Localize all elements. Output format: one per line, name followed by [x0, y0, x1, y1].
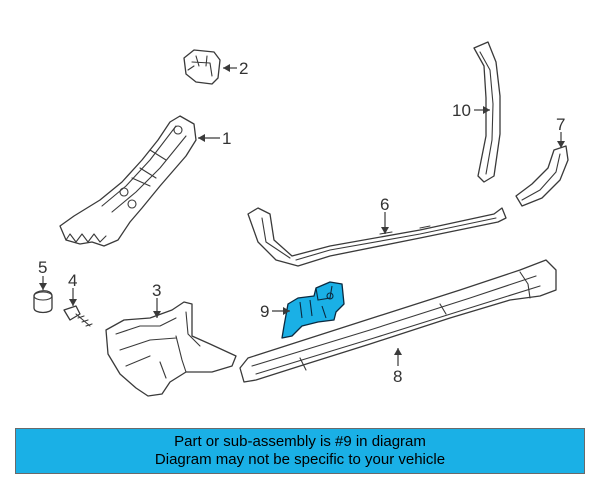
part-7-rear-molding	[515, 145, 569, 207]
part-5-plug	[33, 290, 53, 314]
callout-6: 6	[380, 195, 389, 214]
callout-9: 9	[260, 302, 269, 321]
callout-3: 3	[152, 281, 161, 300]
part-1-pillar-trim	[59, 115, 197, 247]
banner-line-part: Part or sub-assembly is #9 in diagram	[174, 433, 426, 450]
callout-1: 1	[222, 129, 231, 148]
part-8-rocker-panel	[239, 259, 557, 383]
banner-line-disclaimer: Diagram may not be specific to your vehi…	[154, 451, 446, 468]
callout-4: 4	[68, 271, 77, 290]
part-6-weatherstrip	[247, 207, 507, 267]
part-3-bracket	[105, 301, 237, 397]
info-banner: Part or sub-assembly is #9 in diagram Di…	[15, 428, 585, 474]
callout-10: 10	[452, 101, 471, 120]
arrowheads	[39, 64, 565, 355]
callout-8: 8	[393, 367, 402, 386]
part-4-screw	[63, 305, 93, 327]
callout-5: 5	[38, 258, 47, 277]
part-2-clip	[183, 49, 221, 85]
callout-2: 2	[239, 59, 248, 78]
part-9-highlighted-bracket	[281, 281, 345, 339]
callout-7: 7	[556, 115, 565, 134]
part-10-pillar-molding	[473, 41, 501, 183]
